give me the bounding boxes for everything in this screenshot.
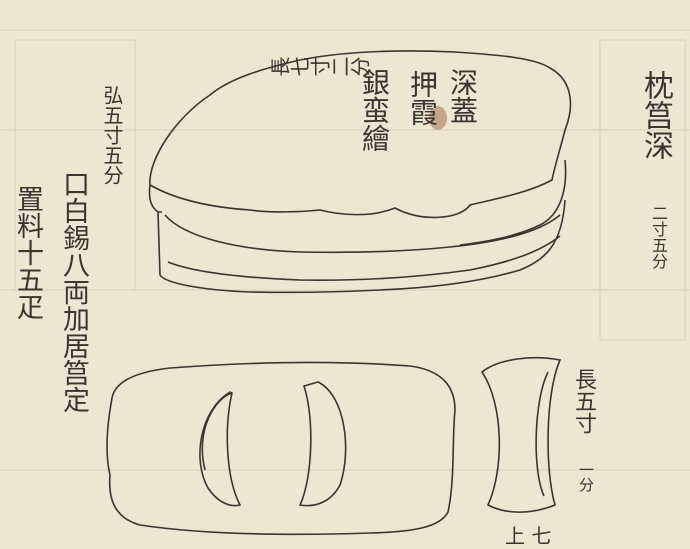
bottom-fragment-text: 上 七 <box>505 524 552 548</box>
manuscript-page: 枕筥深 二寸五分 長七寸二分 弘五寸五分 深蓋 押霞 銀蛮繪 口白錫八両加居筥定… <box>0 29 690 548</box>
title-depth-sub: 二寸五分 <box>649 205 668 269</box>
materials-col-1: 口白錫八両加居筥定 <box>58 170 89 413</box>
illustration-layer <box>0 29 690 536</box>
side-length-main-text: 長五寸 <box>571 368 596 434</box>
title-main: 枕筥深 <box>638 70 673 160</box>
title-depth-sub-text: 二寸五分 <box>649 205 668 269</box>
lid-inscription-col-left: 銀蛮繪 <box>358 68 391 152</box>
side-length-label: 長五寸 <box>571 368 596 434</box>
lid-width-label-text: 長七寸二分 <box>270 56 370 80</box>
side-profile-drawing <box>480 356 562 513</box>
lid-inscription-col-right: 深蓋 <box>446 68 479 124</box>
side-length-sub: 一分 <box>577 462 595 492</box>
lid-arc-label: 弘五寸五分 <box>100 85 124 185</box>
materials-col-1-text: 口白錫八両加居筥定 <box>58 170 89 413</box>
background-pattern <box>0 29 690 471</box>
side-length-sub-text: 一分 <box>577 462 595 492</box>
materials-col-2-text: 置料十五疋 <box>12 185 43 320</box>
box-base-drawing <box>106 361 456 536</box>
lid-inscription-right-text: 深蓋 <box>446 68 479 124</box>
title-main-text: 枕筥深 <box>638 70 673 160</box>
materials-col-2: 置料十五疋 <box>12 185 43 320</box>
box-lid-drawing <box>148 50 572 294</box>
lid-arc-label-text: 弘五寸五分 <box>100 85 124 185</box>
lid-width-label: 長七寸二分 <box>270 56 370 80</box>
lid-inscription-col-middle: 押霞 <box>406 70 439 126</box>
bottom-fragment: 上 七 <box>505 520 551 549</box>
lid-inscription-middle-text: 押霞 <box>406 70 439 126</box>
lid-inscription-left-text: 銀蛮繪 <box>358 68 391 152</box>
ink-stain <box>429 106 447 130</box>
